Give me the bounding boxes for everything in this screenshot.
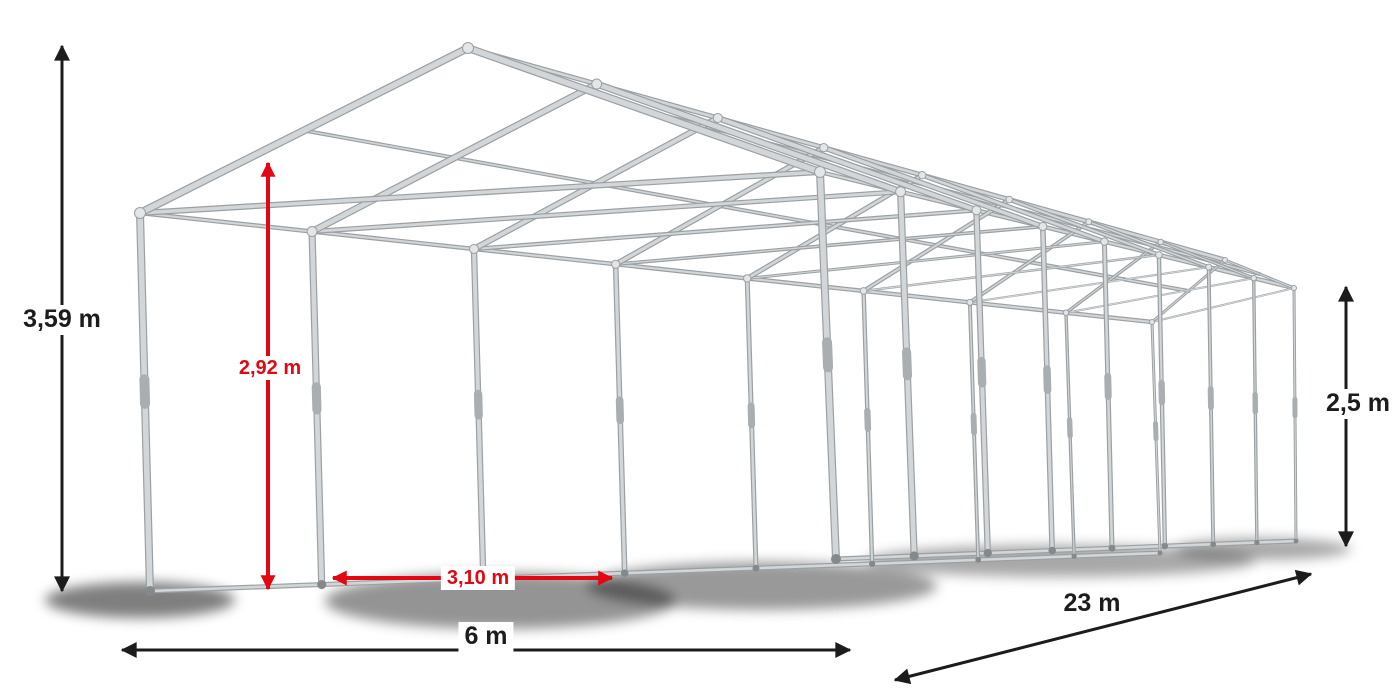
dimension-label-clearance-height: 2,92 m xyxy=(232,356,308,380)
dimension-label-width: 6 m xyxy=(458,622,514,652)
dimension-label-total-height: 3,59 m xyxy=(17,305,107,335)
ground-shadow xyxy=(587,562,937,610)
arrow-length xyxy=(893,569,1313,685)
dimension-label-entrance-width: 3,10 m xyxy=(440,566,516,590)
dimension-label-side-height: 2,5 m xyxy=(1320,389,1396,419)
tent-frame-wireframe xyxy=(134,42,1299,596)
dimension-label-length: 23 m xyxy=(1057,589,1127,619)
